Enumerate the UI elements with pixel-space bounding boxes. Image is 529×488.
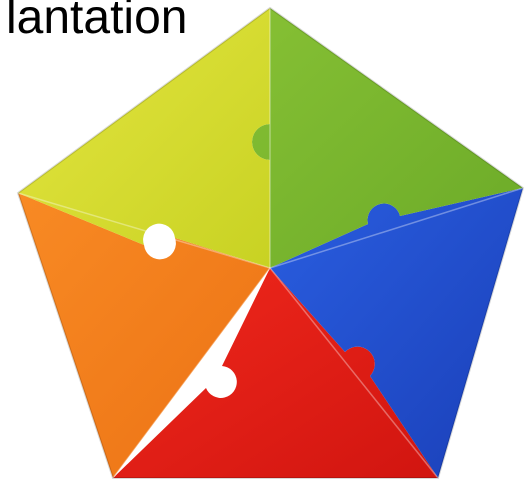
slide-canvas: lantation <box>0 0 529 488</box>
puzzle-pentagon <box>0 0 529 488</box>
